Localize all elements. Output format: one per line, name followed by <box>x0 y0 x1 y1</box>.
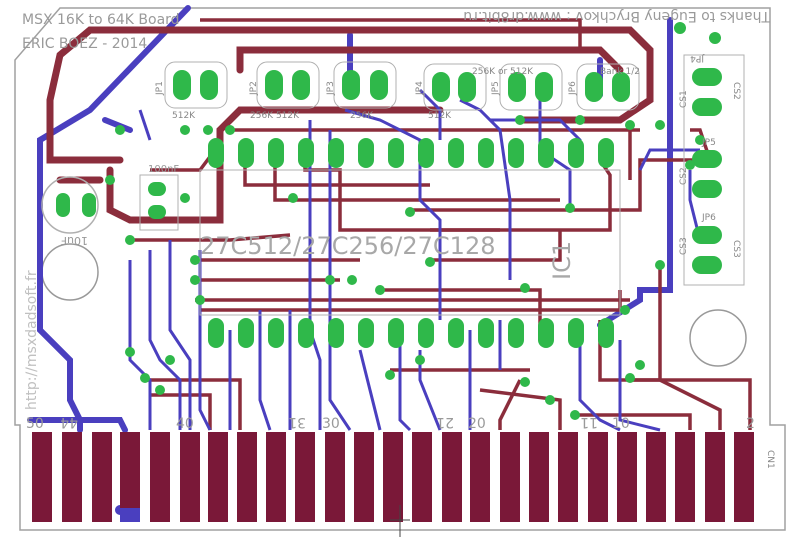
pin-30: 30 <box>322 416 340 432</box>
side-label-cs1: CS1 <box>679 90 689 108</box>
pin-21: 21 <box>436 414 454 430</box>
jp5-label: 256K or 512K <box>472 67 534 77</box>
jp3-label: 256K <box>350 111 374 121</box>
chip-bottom-pads <box>208 318 614 348</box>
capacitor-10uF <box>41 176 99 234</box>
chip-label: 27C512/27C256/27C128 <box>200 232 496 260</box>
red-traces <box>46 26 654 224</box>
jp1-name: JP1 <box>155 81 165 96</box>
pin-50: 50 <box>26 416 44 432</box>
title-line1: MSX 16K to 64K Board <box>22 12 180 28</box>
jp3-name: JP3 <box>326 81 336 96</box>
pin-44: 44 <box>60 414 78 430</box>
edge-connector <box>32 432 754 522</box>
pin-40: 40 <box>176 416 194 432</box>
side-label-cs3a: CS3 <box>679 237 689 255</box>
side-label-cs3b: CS3 <box>731 240 741 258</box>
vias <box>105 22 721 420</box>
website-text: http://msxdadsoft.fr <box>24 270 40 410</box>
credits-text: Thanks to Eugeny Brychkov : www.dr8bit.r… <box>463 8 771 24</box>
side-label-cs2b: CS2 <box>679 167 689 185</box>
jumper-outlines <box>164 54 745 286</box>
conn-label: CN1 <box>765 450 775 469</box>
mounting-hole-left <box>41 243 99 301</box>
jp6-label: Bank 1/2 <box>600 67 640 77</box>
capacitor-100nF <box>139 174 179 231</box>
side-label-jp5: JP5 <box>701 138 716 148</box>
board-outline <box>14 7 786 531</box>
jp6-name: JP6 <box>568 81 578 96</box>
capacitor-10uF-pad-a <box>56 193 70 217</box>
side-label-jp6: JP6 <box>701 213 716 223</box>
jp1-label: 512K <box>172 111 196 121</box>
chip-outline <box>199 169 621 316</box>
pin-10: 10 <box>612 416 630 432</box>
pin-numbers: 50 44 40 31 30 21 20 11 10 2 <box>26 414 755 432</box>
chip-top-pads <box>208 138 614 168</box>
mounting-hole-right <box>689 309 747 367</box>
side-label-jp4: JP4 <box>690 53 705 63</box>
pin-20: 20 <box>468 416 486 432</box>
jp4-label: 512K <box>428 111 452 121</box>
capacitor-10uF-pad-b <box>82 193 96 217</box>
edge-ground-blue <box>120 508 140 522</box>
jp4-name: JP4 <box>415 81 425 96</box>
title-line2: ERIC BOEZ - 2014 <box>22 36 147 52</box>
jp2-name: JP2 <box>249 81 259 96</box>
jp5-name: JP5 <box>491 81 501 96</box>
pin-31: 31 <box>288 414 306 430</box>
ic-label: IC1 <box>548 241 576 280</box>
side-label-cs2a: CS2 <box>731 82 741 100</box>
cap-10uF-label: 10uF <box>61 234 88 247</box>
pin-2: 2 <box>746 416 755 432</box>
pin-11: 11 <box>580 414 598 430</box>
jumper-pads <box>148 68 722 274</box>
cap-100nF-label: 100nF <box>148 164 179 175</box>
jp2-label: 256K 512K <box>250 111 300 121</box>
